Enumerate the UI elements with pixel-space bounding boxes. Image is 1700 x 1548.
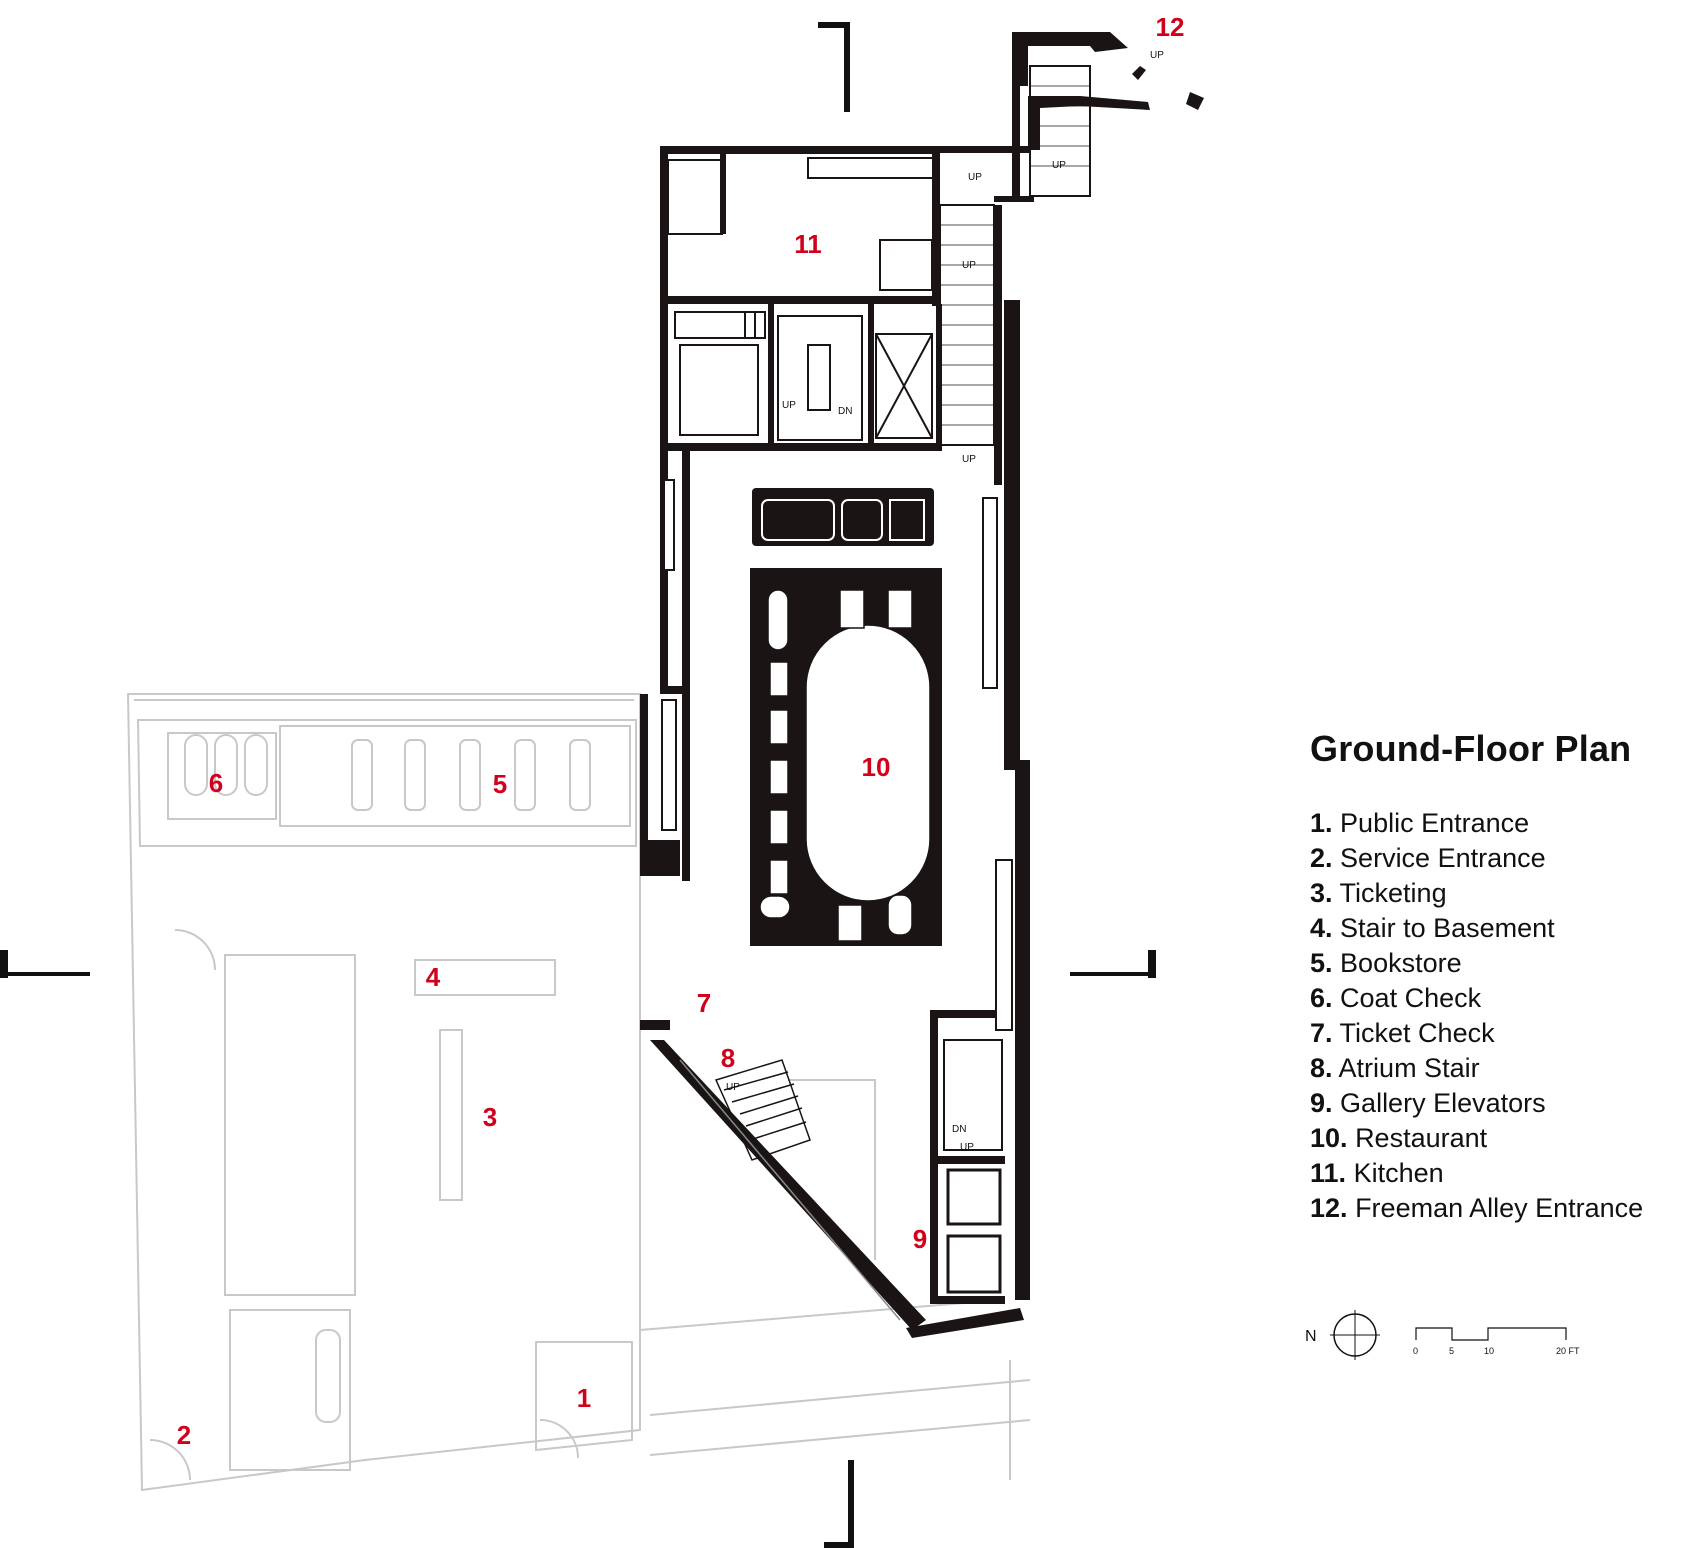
marker-7: 7 (697, 988, 711, 1018)
legend-label: Freeman Alley Entrance (1355, 1193, 1644, 1223)
marker-3: 3 (483, 1102, 497, 1132)
legend-label: Public Entrance (1340, 808, 1530, 838)
svg-text:DN: DN (838, 406, 852, 417)
legend-item: 11. Kitchen (1310, 1156, 1690, 1191)
svg-text:0: 0 (1413, 1346, 1418, 1356)
legend-item: 12. Freeman Alley Entrance (1310, 1191, 1690, 1226)
svg-text:UP: UP (1150, 50, 1164, 61)
legend-label: Bookstore (1340, 948, 1462, 978)
marker-5: 5 (493, 769, 507, 799)
room-markers: 1 2 3 4 5 6 7 8 9 10 11 12 (177, 12, 1185, 1450)
legend-number: 9. (1310, 1088, 1333, 1118)
legend-number: 8. (1310, 1053, 1333, 1083)
svg-text:UP: UP (962, 260, 976, 271)
svg-text:UP: UP (960, 1142, 974, 1153)
marker-1: 1 (577, 1383, 591, 1413)
legend-label: Ticket Check (1339, 1018, 1495, 1048)
svg-text:10: 10 (1484, 1346, 1494, 1356)
legend-item: 2. Service Entrance (1310, 841, 1690, 876)
legend-number: 10. (1310, 1123, 1348, 1153)
svg-text:UP: UP (962, 454, 976, 465)
legend-label: Restaurant (1355, 1123, 1488, 1153)
stair-labels: UP UP UP UP UP UP DN DN UP UP (726, 50, 1164, 1153)
svg-text:UP: UP (1052, 160, 1066, 171)
page-title: Ground-Floor Plan (1310, 728, 1632, 769)
gallery-elevators (943, 1039, 1003, 1294)
legend-label: Kitchen (1353, 1158, 1444, 1188)
marker-9: 9 (913, 1224, 927, 1254)
legend-label: Ticketing (1339, 878, 1447, 908)
legend-label: Atrium Stair (1338, 1053, 1480, 1083)
north-arrow: N (1305, 1310, 1380, 1360)
legend-item: 10. Restaurant (1310, 1121, 1690, 1156)
legend-item: 8. Atrium Stair (1310, 1051, 1690, 1086)
legend-number: 5. (1310, 948, 1333, 978)
legend-number: 12. (1310, 1193, 1348, 1223)
legend-number: 3. (1310, 878, 1333, 908)
ghost-furniture (149, 734, 591, 1481)
kitchen-detail (667, 65, 1091, 541)
legend-number: 2. (1310, 843, 1333, 873)
legend-item: 7. Ticket Check (1310, 1016, 1690, 1051)
svg-text:UP: UP (782, 400, 796, 411)
legend-label: Stair to Basement (1340, 913, 1555, 943)
scale-bar: 0 5 10 20 FT (1413, 1327, 1580, 1356)
marker-6: 6 (209, 768, 223, 798)
legend-item: 5. Bookstore (1310, 946, 1690, 981)
marker-2: 2 (177, 1420, 191, 1450)
legend-item: 1. Public Entrance (1310, 806, 1690, 841)
marker-10: 10 (862, 752, 891, 782)
svg-text:UP: UP (968, 172, 982, 183)
legend-item: 6. Coat Check (1310, 981, 1690, 1016)
legend-item: 9. Gallery Elevators (1310, 1086, 1690, 1121)
marker-4: 4 (426, 962, 441, 992)
marker-8: 8 (721, 1043, 735, 1073)
svg-text:N: N (1305, 1328, 1317, 1345)
legend-label: Service Entrance (1340, 843, 1546, 873)
legend-number: 11. (1310, 1158, 1347, 1188)
legend-number: 6. (1310, 983, 1333, 1013)
marker-12: 12 (1156, 12, 1185, 42)
legend-number: 7. (1310, 1018, 1333, 1048)
legend-item: 3. Ticketing (1310, 876, 1690, 911)
legend-label: Gallery Elevators (1340, 1088, 1546, 1118)
svg-text:5: 5 (1449, 1346, 1454, 1356)
svg-text:UP: UP (726, 1082, 740, 1093)
section-markers (0, 22, 1156, 1548)
svg-text:DN: DN (952, 1124, 966, 1135)
restaurant-seating (759, 589, 931, 942)
east-windows (661, 479, 1013, 1031)
legend-item: 4. Stair to Basement (1310, 911, 1690, 946)
svg-text:20 FT: 20 FT (1556, 1346, 1580, 1356)
legend-number: 4. (1310, 913, 1333, 943)
legend-number: 1. (1310, 808, 1333, 838)
existing-building-ghost (126, 693, 1031, 1492)
marker-11: 11 (794, 229, 822, 259)
legend-label: Coat Check (1340, 983, 1482, 1013)
atrium-stair (679, 1059, 901, 1321)
